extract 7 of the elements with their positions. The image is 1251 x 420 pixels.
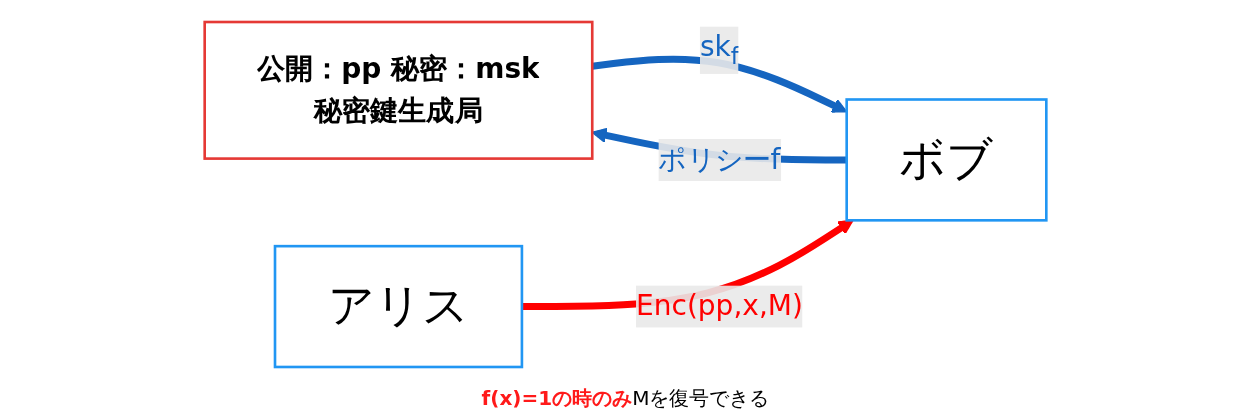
edge-label: Enc(pp,x,M) — [636, 289, 803, 323]
edge-label: ポリシーf — [658, 142, 781, 176]
node-box: ボブ — [845, 98, 1048, 222]
note-text: f(x)=1の時のみMを復号できる — [481, 386, 770, 410]
node-box: 公開：pp 秘密：msk 秘密鍵生成局 — [203, 20, 594, 160]
node-box: アリス — [273, 244, 524, 369]
edge-label: sk$_{f}$ — [699, 30, 739, 69]
